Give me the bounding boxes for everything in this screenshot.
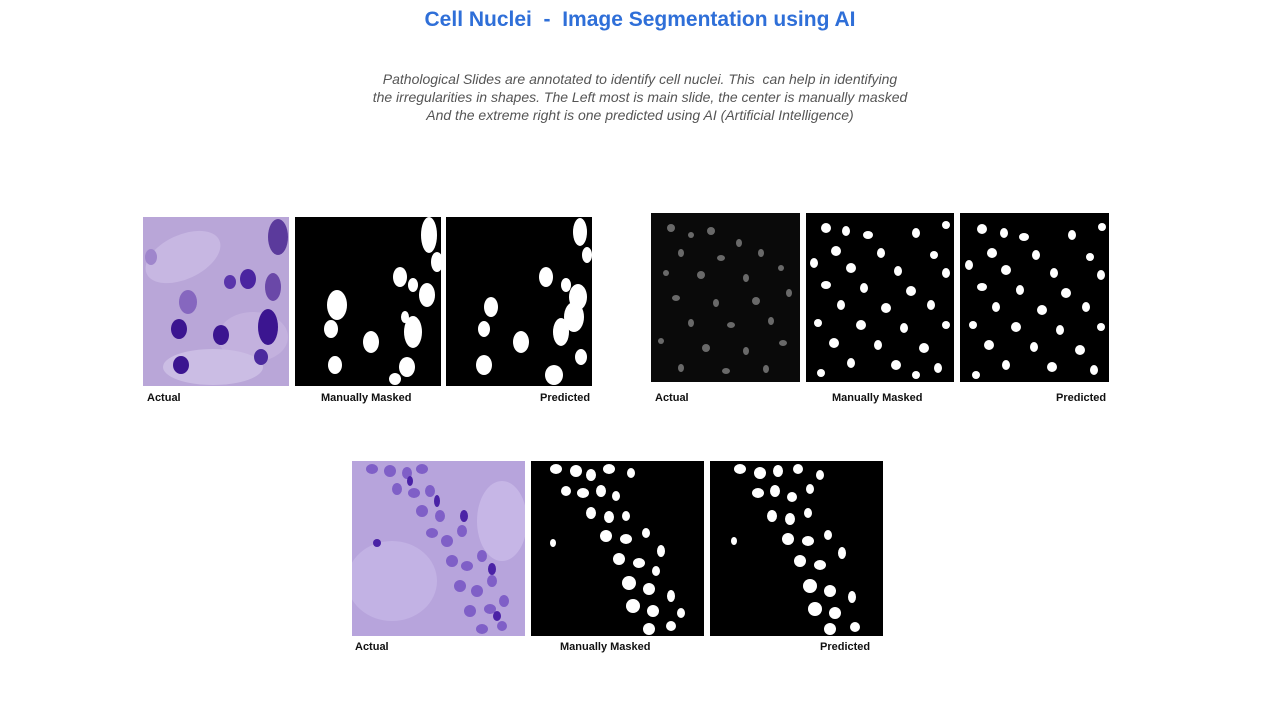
group3-masked-label: Manually Masked — [560, 641, 651, 653]
group1-masked-image — [295, 217, 441, 386]
group3-predicted-label: Predicted — [820, 641, 871, 653]
group2-predicted-label: Predicted — [1056, 392, 1107, 404]
group2-masked-image — [806, 213, 954, 382]
group2-predicted-image — [960, 213, 1109, 382]
group3-masked-image — [531, 461, 704, 636]
group1-actual-image — [143, 217, 289, 386]
group1-predicted-label: Predicted — [540, 392, 591, 404]
group2-masked-label: Manually Masked — [832, 392, 923, 404]
page-title: Cell Nuclei - Image Segmentation using A… — [424, 8, 856, 31]
description-line: the irregularities in shapes. The Left m… — [372, 89, 908, 105]
group3-actual-label: Actual — [355, 641, 389, 653]
group1-masked-label: Manually Masked — [321, 392, 412, 404]
group2-actual-label: Actual — [655, 392, 689, 404]
group1-actual-label: Actual — [147, 392, 181, 404]
group3-actual-image — [352, 461, 525, 636]
description: Pathological Slides are annotated to ide… — [340, 70, 940, 124]
group3-predicted-image — [710, 461, 883, 636]
description-line: Pathological Slides are annotated to ide… — [382, 71, 898, 87]
group2-actual-image — [651, 213, 800, 382]
description-line: And the extreme right is one predicted u… — [426, 107, 854, 123]
group1-predicted-image — [446, 217, 592, 386]
